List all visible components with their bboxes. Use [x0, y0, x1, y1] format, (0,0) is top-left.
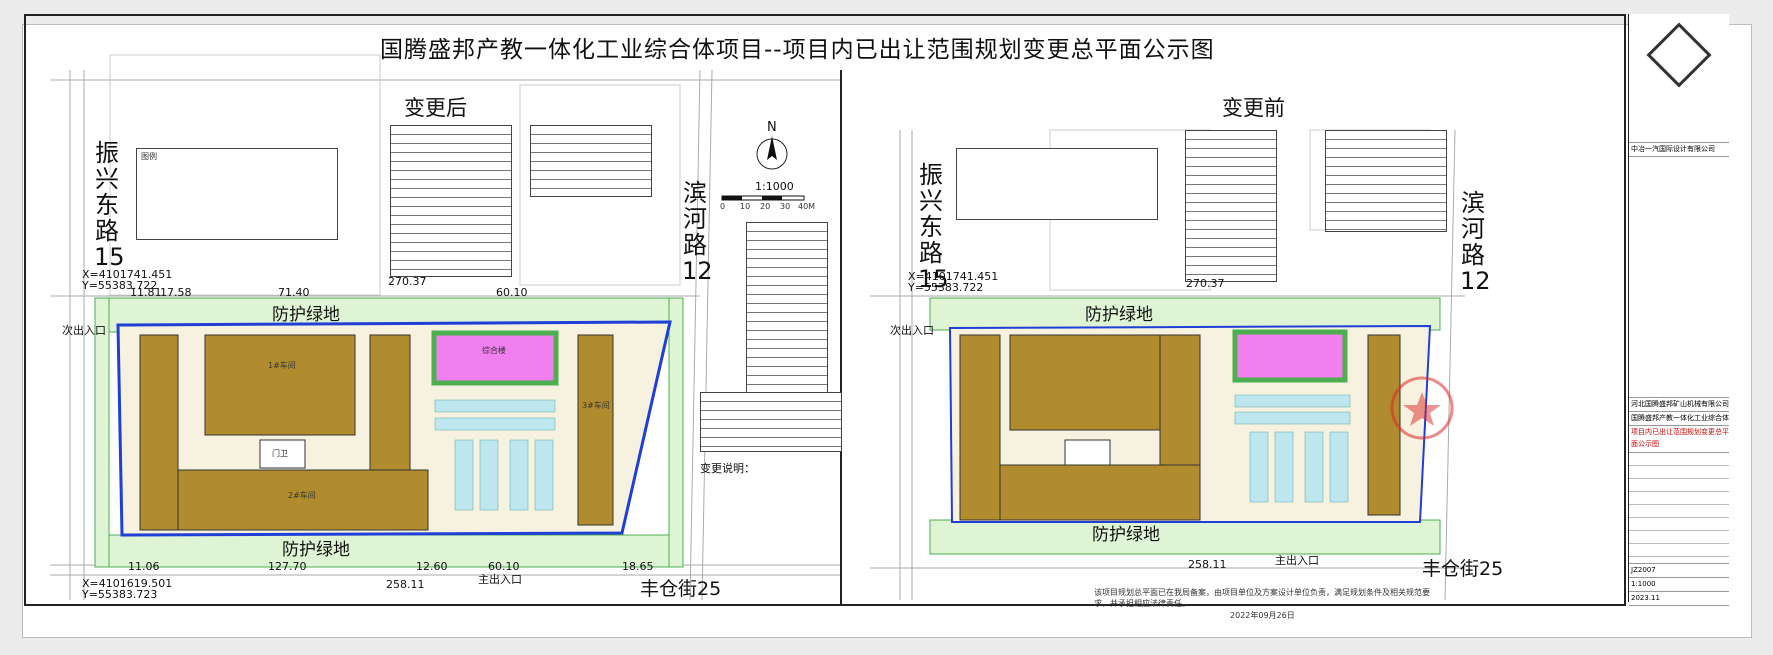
dim-bottom-1: 11.06 — [128, 560, 160, 573]
dim-bottom-2: 127.70 — [268, 560, 307, 573]
label-building-4: 3#车间 — [582, 401, 610, 410]
green-belt-label-bottom-before: 防护绿地 — [1092, 525, 1160, 545]
tb-scale: 1:1000 — [1629, 578, 1729, 592]
green-belt-bottom-after — [94, 534, 684, 568]
before-approval-date: 2022年09月26日 — [1230, 611, 1295, 620]
main-entrance-after: 主出入口 — [478, 573, 522, 586]
road-west-after: 振兴东路15 — [94, 139, 125, 271]
legend-panel-before — [956, 148, 1158, 220]
before-approval-note: 该项目规划总平面已在我局备案，由项目单位及方案设计单位负责，满足规划条件及相关规… — [1094, 588, 1430, 608]
stats-table-after-1 — [390, 125, 512, 277]
dim-top-1: 11.81 — [130, 286, 162, 299]
label-building-3: 综合楼 — [482, 346, 506, 355]
road-south-after: 丰仓街25 — [640, 578, 722, 600]
road-east-before: 滨河路12 — [1460, 189, 1491, 295]
tb-code: JZ2007 — [1629, 564, 1729, 578]
dim-top-total-before: 270.37 — [1186, 277, 1225, 290]
green-belt-top-before — [929, 297, 1441, 331]
tb-company: 中冶一汽国际设计有限公司 — [1629, 143, 1729, 157]
road-west-before: 振兴东路15 — [918, 161, 949, 293]
green-belt-label-top-after: 防护绿地 — [272, 305, 340, 325]
road-east-after: 滨河路12 — [682, 179, 713, 285]
building-5-after — [259, 439, 306, 469]
notes-heading: 变更说明： — [700, 462, 755, 475]
label-building-2: 2#车间 — [288, 491, 316, 500]
dim-bottom-3: 12.60 — [416, 560, 448, 573]
secondary-entrance-after: 次出入口 — [62, 324, 106, 337]
company-logo-area — [1629, 22, 1729, 143]
stats-table-before-1 — [1185, 130, 1277, 282]
compass-scale-label: 1:1000 — [755, 180, 794, 193]
scale-tick-10: 10 — [740, 202, 751, 211]
dim-bottom-4: 60.10 — [488, 560, 520, 573]
green-belt-label-top-before: 防护绿地 — [1085, 305, 1153, 325]
legend-panel-after: 图例 — [136, 148, 338, 240]
dim-top-2: 17.58 — [160, 286, 192, 299]
green-belt-bottom-before — [929, 519, 1441, 555]
stats-table-after-3 — [746, 222, 828, 404]
scale-tick-40: 40M — [798, 202, 816, 211]
dim-top-4: 71.40 — [278, 286, 310, 299]
road-south-before: 丰仓街25 — [1422, 558, 1504, 580]
scale-tick-30: 30 — [780, 202, 791, 211]
panel-divider — [840, 70, 842, 605]
drawing-frame — [24, 14, 1626, 606]
building-1-after — [204, 334, 356, 436]
secondary-entrance-before: 次出入口 — [890, 324, 934, 337]
dim-top-8: 60.10 — [496, 286, 528, 299]
dim-top-total: 270.37 — [388, 275, 427, 288]
section-label-before: 变更前 — [1222, 96, 1285, 120]
label-building-5: 门卫 — [272, 449, 288, 458]
building-2-after — [139, 334, 179, 531]
dim-bottom-total-before: 258.11 — [1188, 558, 1227, 571]
building-3-after — [431, 330, 559, 386]
scale-tick-0: 0 — [720, 202, 726, 211]
coord-x-bottom: X=4101619.501 — [82, 577, 173, 590]
coord-y-top-before: Y=55383.722 — [908, 281, 984, 294]
drawing-title: 国腾盛邦产教一体化工业综合体项目--项目内已出让范围规划变更总平面公示图 — [380, 37, 1215, 63]
tb-drawing: 项目内已出让范围规划变更总平面公示图 — [1629, 426, 1729, 453]
main-entrance-before: 主出入口 — [1275, 554, 1319, 567]
dim-bottom-total: 258.11 — [386, 578, 425, 591]
tb-date: 2023.11 — [1629, 592, 1729, 606]
building-4-after — [577, 334, 614, 526]
section-label-after: 变更后 — [404, 96, 467, 120]
stats-table-after-2 — [530, 125, 652, 197]
tb-project: 国腾盛邦产教一体化工业综合体项目 — [1629, 412, 1729, 426]
green-belt-label-bottom-after: 防护绿地 — [282, 540, 350, 560]
coord-x-top: X=4101741.451 — [82, 268, 173, 281]
company-logo-icon — [1646, 22, 1712, 88]
stats-table-after-4 — [700, 392, 842, 452]
scale-tick-20: 20 — [760, 202, 771, 211]
dim-bottom-5: 18.65 — [622, 560, 654, 573]
coord-y-top: Y=55383.722 — [82, 279, 158, 292]
scale-bar — [721, 195, 805, 201]
label-building-1: 1#车间 — [268, 361, 296, 370]
coord-y-bottom: Y=55383.723 — [82, 588, 158, 601]
tb-client: 河北国腾盛邦矿山机械有限公司 — [1629, 398, 1729, 412]
compass-north-label: N — [767, 120, 777, 135]
compass-icon — [756, 136, 788, 170]
coord-x-top-before: X=4101741.451 — [908, 270, 999, 283]
seal-stamp — [1390, 376, 1454, 440]
stats-table-before-2 — [1325, 130, 1447, 232]
title-block: 中冶一汽国际设计有限公司 河北国腾盛邦矿山机械有限公司 国腾盛邦产教一体化工业综… — [1628, 14, 1729, 606]
